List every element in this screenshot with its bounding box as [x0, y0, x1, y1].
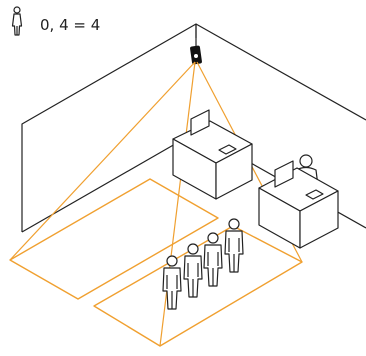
- left-wall-base: [21, 131, 197, 233]
- person-figure: [162, 255, 182, 310]
- queue-people: [162, 218, 244, 310]
- monitor-2: [274, 160, 294, 188]
- back-wall: [195, 23, 366, 121]
- person-figure: [224, 218, 244, 273]
- count-text: 0, 4 = 4: [40, 16, 100, 34]
- counter-desk-2: [258, 154, 339, 249]
- keyboard-1: [218, 144, 237, 155]
- person-icon: [11, 6, 23, 36]
- counter-desk-1: [172, 109, 253, 200]
- left-wall: [21, 23, 197, 232]
- person-figure: [183, 243, 203, 298]
- keyboard-2: [305, 189, 324, 200]
- person-figure: [203, 232, 223, 287]
- counting-zones: [9, 178, 303, 347]
- ceiling-sensor-icon: [190, 45, 202, 65]
- zone-1: [9, 178, 219, 300]
- zone-2: [93, 225, 303, 347]
- sensor-field-of-view: [9, 61, 303, 347]
- monitor-1: [190, 109, 210, 136]
